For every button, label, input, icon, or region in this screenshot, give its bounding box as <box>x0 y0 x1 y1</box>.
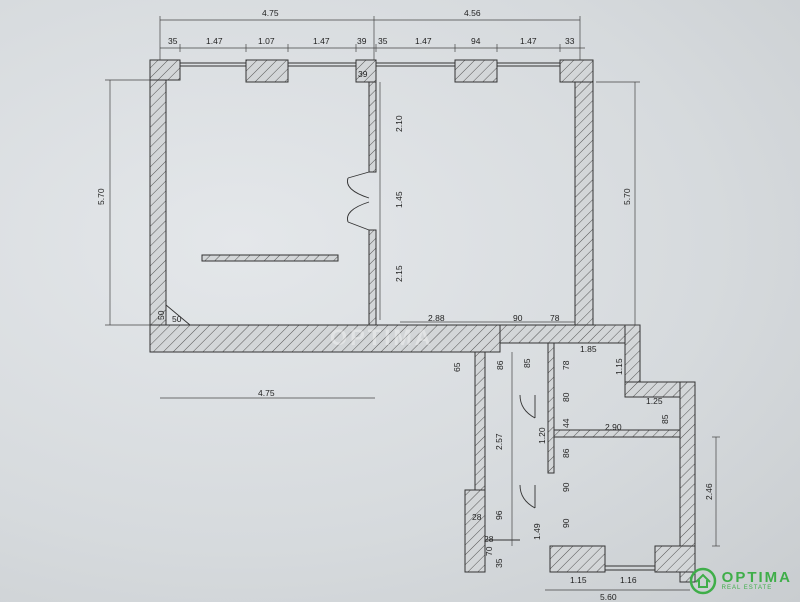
wall-annex-bottom-left <box>549 545 606 573</box>
dim-top-seg: 1.47 <box>206 36 223 46</box>
dim-annex-corridor-top: 85 <box>522 358 532 368</box>
dim-top-seg: 1.47 <box>415 36 432 46</box>
dim-annex-room-height: 2.46 <box>704 483 714 500</box>
dim-right-height: 5.70 <box>622 188 632 205</box>
dim-annex-bottom: 1.15 <box>570 575 587 585</box>
dim-top-seg: 1.07 <box>258 36 275 46</box>
dim-annex-lower-left: 70 <box>484 546 494 556</box>
wall-annex-bottom-right <box>654 545 696 573</box>
dim-top-seg: 1.47 <box>313 36 330 46</box>
house-logo-icon <box>689 567 716 595</box>
dim-annex-door-col: 90 <box>561 518 571 528</box>
dim-top-seg: 33 <box>565 36 575 46</box>
dim-partition-3: 2.15 <box>394 265 404 282</box>
wall-top-left-corner <box>149 59 181 81</box>
wall-top-pier-2 <box>355 59 377 83</box>
dim-top-seg: 1.47 <box>520 36 537 46</box>
dim-annex-door-col: 1.20 <box>537 427 547 444</box>
dim-annex-corridor-top: 86 <box>495 360 505 370</box>
dim-corner-1: 50 <box>156 310 166 320</box>
interior-beam <box>201 254 339 262</box>
dim-annex-lower-left: 28 <box>484 534 494 544</box>
dim-annex-corridor-top: 78 <box>561 360 571 370</box>
corner-diagonal <box>165 304 191 326</box>
dim-top-seg: 39 <box>357 36 367 46</box>
wall-right-main <box>574 59 594 331</box>
dim-annex-door-col: 44 <box>561 418 571 428</box>
dim-annex-step-right: 85 <box>660 414 670 424</box>
brand-name: OPTIMA <box>721 569 792 586</box>
dim-annex-lower-left: 96 <box>494 510 504 520</box>
dim-top-seg: 35 <box>168 36 178 46</box>
dim-top-total-left: 4.75 <box>262 8 279 18</box>
dim-partition-1: 2.10 <box>394 115 404 132</box>
door-annex <box>485 394 536 541</box>
wall-top-pier-3 <box>454 59 498 83</box>
dim-corner-2: 50 <box>172 314 182 324</box>
dim-annex-right-step: 1.15 <box>614 358 624 375</box>
dim-annex-lower-left: 35 <box>494 558 504 568</box>
wall-left <box>149 59 167 353</box>
dim-annex-room-width: 2.90 <box>605 422 622 432</box>
walls <box>149 59 696 583</box>
dim-annex-corridor-top: 65 <box>452 362 462 372</box>
brand-logo: OPTIMA REAL ESTATE <box>688 566 792 596</box>
wall-partition <box>368 81 377 173</box>
dim-annex-step-width: 1.25 <box>646 396 663 406</box>
wall-annex-right <box>679 381 696 583</box>
dim-bottom-width: 4.75 <box>258 388 275 398</box>
dim-annex-door-col: 86 <box>561 448 571 458</box>
dim-pier-label: 39 <box>358 69 368 79</box>
dim-bottom-row: 90 <box>513 313 523 323</box>
dim-bottom-row: 2.88 <box>428 313 445 323</box>
dim-top-total-right: 4.56 <box>464 8 481 18</box>
dim-annex-width-top: 1.85 <box>580 344 597 354</box>
dim-annex-door-col: 90 <box>561 482 571 492</box>
wall-annex-top <box>499 324 641 344</box>
wall-top-pier-1 <box>245 59 289 83</box>
wall-partition-lower <box>368 229 377 326</box>
wall-bottom-main <box>149 324 501 353</box>
dim-annex-lower-left: 1.49 <box>532 523 542 540</box>
dim-annex-bottom: 1.16 <box>620 575 637 585</box>
dim-top-seg: 94 <box>471 36 481 46</box>
wall-annex-lower-left <box>464 489 486 573</box>
dimension-labels: 4.75 4.56 35 1.47 1.07 1.47 39 35 1.47 9… <box>96 8 714 602</box>
dim-annex-lower-left: 28 <box>472 512 482 522</box>
brand-tagline: REAL ESTATE <box>721 585 773 591</box>
dimension-lines <box>105 16 720 591</box>
wall-top-right-corner <box>559 59 594 83</box>
wall-annex-corridor-left <box>474 351 486 493</box>
dim-annex-door-col: 80 <box>561 392 571 402</box>
dim-annex-bottom-total: 5.60 <box>600 592 617 602</box>
dim-partition-2: 1.45 <box>394 191 404 208</box>
dim-top-seg: 35 <box>378 36 388 46</box>
dim-annex-corridor: 2.57 <box>494 433 504 450</box>
door-partition <box>347 171 370 231</box>
dim-left-height: 5.70 <box>96 188 106 205</box>
watermark-text: OPTIMA <box>330 325 434 350</box>
dim-bottom-row: 78 <box>550 313 560 323</box>
wall-annex-inner-col <box>547 342 555 474</box>
